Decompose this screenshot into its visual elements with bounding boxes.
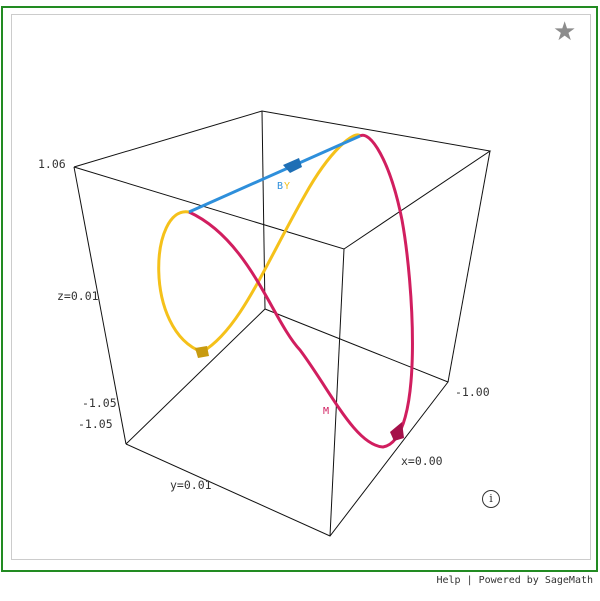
magenta-curve xyxy=(188,133,414,449)
footer-separator: | xyxy=(460,575,479,586)
blue-curve-label: B xyxy=(277,181,283,192)
blue-arrowhead xyxy=(283,158,302,173)
box-top-face xyxy=(73,110,492,250)
z-min-label: -1.05 xyxy=(82,396,117,410)
footer: Help | Powered by SageMath xyxy=(436,575,593,586)
plot-canvas[interactable] xyxy=(11,14,591,560)
magenta-arrowhead xyxy=(390,422,404,441)
plot-frame xyxy=(1,6,598,572)
3d-plot[interactable]: 1.06 z=0.01 -1.05 -1.05 y=0.01 -1.00 x=0… xyxy=(0,0,600,570)
box-edge-left xyxy=(73,166,127,445)
box-edge-back xyxy=(261,110,266,310)
z-mid-label: z=0.01 xyxy=(57,289,99,303)
help-link[interactable]: Help xyxy=(436,575,461,586)
yellow-arrowhead xyxy=(195,346,209,358)
blue-curve xyxy=(188,134,361,214)
powered-by-link[interactable]: Powered by SageMath xyxy=(478,575,593,586)
magenta-curve-label: M xyxy=(323,406,329,417)
z-max-label: 1.06 xyxy=(38,157,66,171)
star-icon[interactable]: ★ xyxy=(553,17,577,47)
x-mid-label: x=0.00 xyxy=(401,454,443,468)
box-edge-front xyxy=(329,248,345,537)
x-max-label: -1.00 xyxy=(455,385,490,399)
yellow-curve xyxy=(157,133,362,354)
yellow-curve-label: Y xyxy=(284,181,290,192)
y-min-label: -1.05 xyxy=(78,417,113,431)
box-edge-right xyxy=(447,150,491,383)
bounding-box xyxy=(73,110,492,537)
y-mid-label: y=0.01 xyxy=(170,478,212,492)
box-bottom-face xyxy=(125,308,449,537)
info-icon[interactable]: i xyxy=(482,490,500,508)
